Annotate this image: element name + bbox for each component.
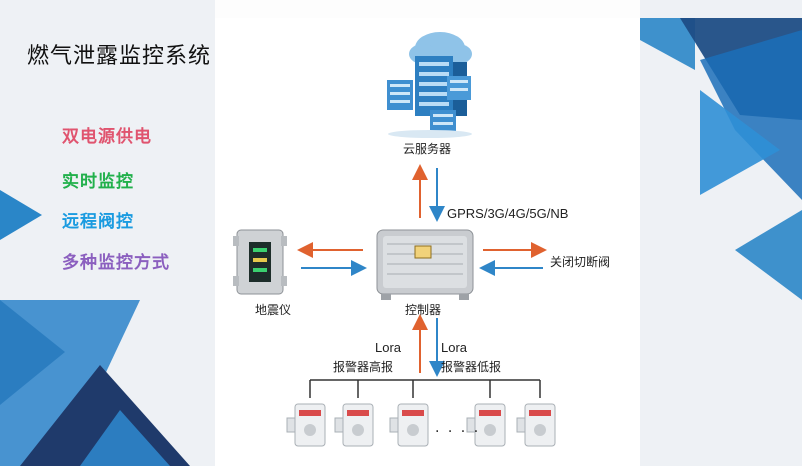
system-diagram: 云服务器 GPRS/3G/4G/5G/NB 地震仪 控制器 关闭切断阀 Lora… bbox=[215, 18, 640, 466]
gas-alarm-units bbox=[286, 403, 556, 447]
controller-label: 控制器 bbox=[405, 303, 442, 317]
slide-title: 燃气泄露监控系统 bbox=[27, 44, 212, 69]
lora-label-right: Lora bbox=[441, 340, 468, 355]
diagram-graphics bbox=[233, 32, 556, 447]
seismometer-icon bbox=[233, 229, 287, 295]
lora-label-left: Lora bbox=[375, 340, 402, 355]
low-alarm-label: 报警器低报 bbox=[441, 360, 502, 374]
cloud-server-icon bbox=[387, 32, 472, 138]
shutoff-valve-label: 关闭切断阀 bbox=[550, 255, 611, 269]
cloud-server-label: 云服务器 bbox=[403, 142, 452, 156]
controller-icon bbox=[376, 229, 474, 300]
feature-remote-valve-control: 远程阀控 bbox=[62, 212, 134, 232]
gas-alarm-icon bbox=[389, 403, 429, 447]
alarm-bus bbox=[309, 379, 541, 398]
gas-alarm-icon bbox=[334, 403, 374, 447]
feature-multiple-monitoring-modes: 多种监控方式 bbox=[62, 253, 170, 273]
gas-alarm-icon bbox=[466, 403, 506, 447]
more-alarms-ellipsis: · · · · bbox=[435, 424, 481, 440]
gas-alarm-icon bbox=[286, 403, 326, 447]
high-alarm-label: 报警器高报 bbox=[333, 360, 394, 374]
network-protocol-label: GPRS/3G/4G/5G/NB bbox=[447, 206, 569, 221]
gas-alarm-icon bbox=[516, 403, 556, 447]
seismometer-label: 地震仪 bbox=[255, 303, 292, 317]
feature-realtime-monitoring: 实时监控 bbox=[62, 172, 134, 192]
feature-dual-power: 双电源供电 bbox=[62, 127, 152, 147]
